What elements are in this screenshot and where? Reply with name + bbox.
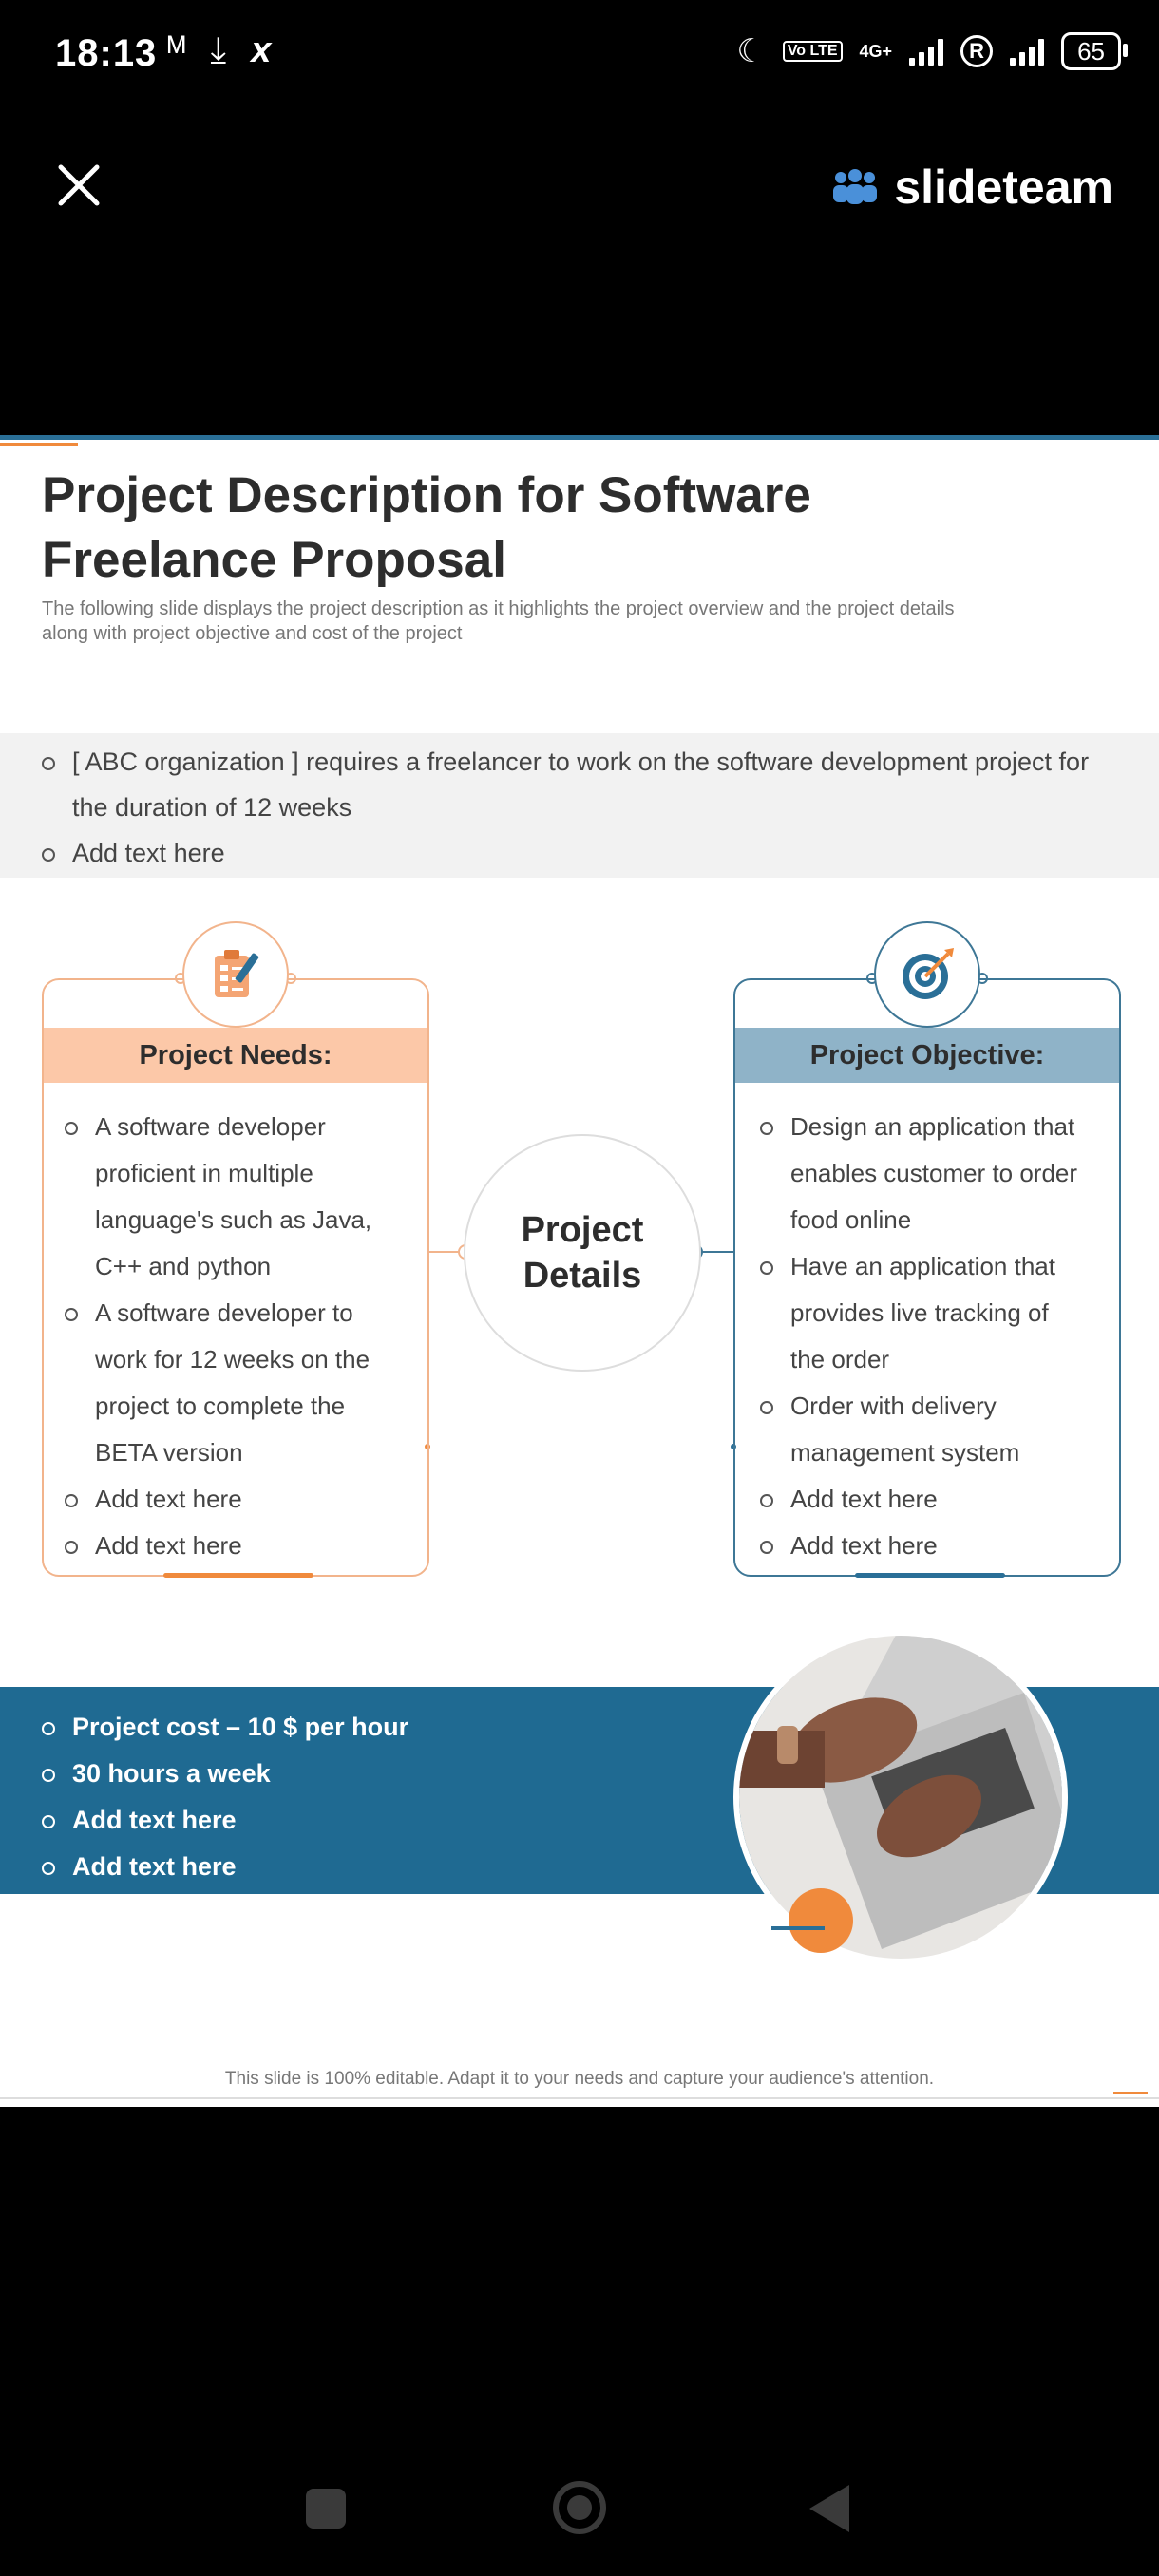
- overview-item: Add text here: [42, 830, 225, 876]
- cost-item: Add text here: [42, 1797, 237, 1844]
- needs-item-continued: BETA version: [95, 1438, 243, 1467]
- top-rule: [0, 435, 1159, 440]
- needs-item-continued: work for 12 weeks on the: [95, 1345, 370, 1373]
- needs-item: Add text here: [65, 1523, 242, 1569]
- signal-icon-2: [1010, 37, 1045, 66]
- needs-item-continued: project to complete the: [95, 1392, 346, 1420]
- roaming-icon: R: [960, 35, 994, 67]
- objective-item-continued: food online: [790, 1205, 912, 1234]
- needs-item: A software developer to: [65, 1290, 353, 1336]
- project-needs-card: Project Needs: A software developer prof…: [42, 978, 429, 1578]
- footer-rule: [0, 2097, 1159, 2099]
- battery-indicator: 65: [1061, 32, 1128, 70]
- overview-item-continued: the duration of 12 weeks: [72, 793, 352, 822]
- objective-item: Order with delivery: [760, 1383, 997, 1430]
- status-time: 18:13: [55, 32, 158, 74]
- cost-item: Project cost – 10 $ per hour: [41, 1704, 408, 1751]
- slide-subtitle: The following slide displays the project…: [42, 597, 1106, 646]
- xing-icon: x: [251, 30, 272, 70]
- brand-logo: slideteam: [829, 160, 1113, 215]
- close-icon[interactable]: [55, 161, 103, 209]
- footer-accent: [1113, 2092, 1148, 2094]
- subtitle-line-1: The following slide displays the project…: [42, 598, 955, 619]
- slide-footnote: This slide is 100% editable. Adapt it to…: [224, 2069, 935, 2089]
- center-label-line-2: Details: [522, 1256, 642, 1296]
- overview-band: [ ABC organization ] requires a freelanc…: [0, 733, 1159, 878]
- objective-item-continued: enables customer to order: [790, 1159, 1078, 1187]
- title-line-1: Project Description for Software: [42, 467, 811, 523]
- volte-badge: Vo LTE: [782, 41, 843, 62]
- brand-name: slideteam: [894, 161, 1113, 214]
- signal-icon: [909, 37, 944, 66]
- title-line-2: Freelance Proposal: [42, 532, 506, 588]
- project-objective-heading: Project Objective:: [735, 1028, 1119, 1083]
- mail-icon: ᴹ: [167, 30, 186, 70]
- recent-apps-button[interactable]: [306, 2489, 346, 2529]
- status-bar: 18:13 ᴹ ⤓ x ☾ Vo LTE 4G+ R 65: [0, 0, 1159, 114]
- project-details-circle: Project Details: [464, 1134, 701, 1372]
- overview-item-text: [ ABC organization ] requires a freelanc…: [72, 748, 1090, 776]
- slide: Project Description for Software Freelan…: [0, 435, 1159, 2107]
- subtitle-line-2: along with project objective and cost of…: [42, 623, 463, 644]
- blue-accent-line: [771, 1926, 825, 1930]
- needs-item: A software developer: [65, 1104, 326, 1150]
- top-rule-accent: [0, 443, 78, 446]
- notification-icons: ᴹ ⤓ x: [167, 30, 271, 71]
- home-icon: [567, 2495, 592, 2520]
- objective-item: Design an application that: [759, 1104, 1074, 1150]
- cost-item: 30 hours a week: [42, 1751, 271, 1797]
- back-button[interactable]: [809, 2485, 849, 2532]
- project-needs-heading: Project Needs:: [44, 1028, 428, 1083]
- card-accent-bar: [163, 1573, 314, 1578]
- target-icon: [874, 921, 980, 1028]
- moon-icon: ☾: [736, 33, 766, 69]
- card-accent-bar: [855, 1573, 1005, 1578]
- project-objective-card: Project Objective: Design an application…: [733, 978, 1121, 1578]
- needs-item-continued: proficient in multiple: [95, 1159, 314, 1187]
- overview-item: [ ABC organization ] requires a freelanc…: [41, 739, 1090, 785]
- slide-title: Project Description for Software Freelan…: [42, 464, 1106, 593]
- needs-item-continued: language's such as Java,: [95, 1205, 372, 1234]
- overview-item-text: Add text here: [72, 839, 225, 867]
- laptop-typing-photo: [733, 1630, 1068, 1964]
- objective-item-continued: the order: [790, 1345, 890, 1373]
- objective-item: Have an application that: [760, 1243, 1055, 1290]
- network-type: 4G+: [859, 41, 893, 61]
- download-icon: ⤓: [210, 30, 227, 70]
- needs-item-continued: C++ and python: [95, 1252, 272, 1280]
- team-icon: [833, 169, 878, 204]
- home-button[interactable]: [553, 2481, 606, 2534]
- orange-accent-dot: [788, 1888, 853, 1953]
- center-label-line-1: Project: [521, 1210, 644, 1250]
- system-icons: ☾ Vo LTE 4G+ R 65: [736, 32, 1128, 70]
- clipboard-icon: [182, 921, 289, 1028]
- objective-item-continued: provides live tracking of: [790, 1298, 1049, 1327]
- cost-item: Add text here: [42, 1844, 237, 1890]
- needs-item: Add text here: [65, 1476, 242, 1523]
- objective-item: Add text here: [760, 1476, 938, 1523]
- objective-item: Add text here: [760, 1523, 938, 1569]
- objective-item-continued: management system: [790, 1438, 1020, 1467]
